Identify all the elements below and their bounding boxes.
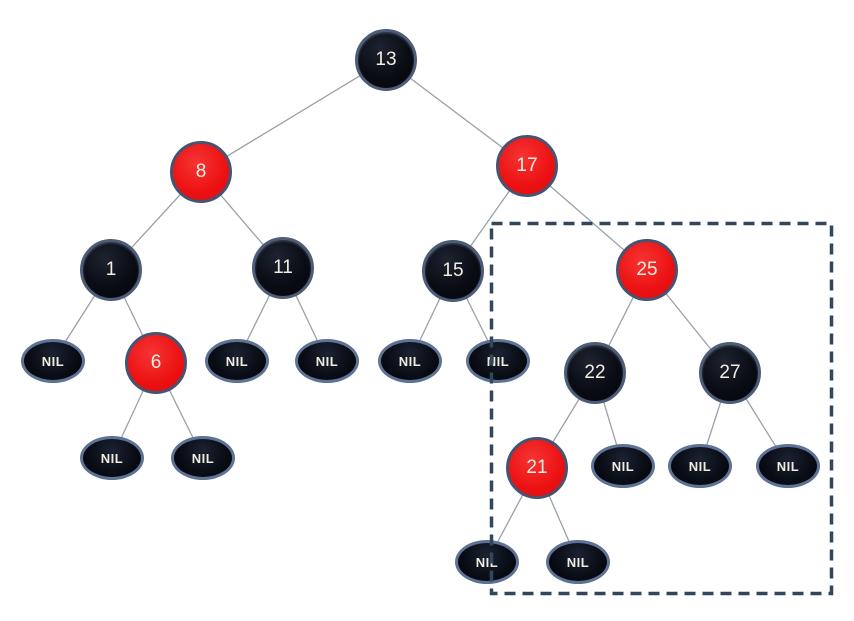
node-value: 27 [719,362,741,383]
nil-label: NIL [475,554,499,570]
nil-label: NIL [776,458,800,474]
tree-node-8: 8 [170,141,232,203]
tree-node-6: 6 [125,332,187,394]
nil-label: NIL [225,353,249,369]
tree-node-13: 13 [355,29,417,91]
tree-node-11: 11 [252,237,314,299]
tree-node-1: 1 [80,239,142,301]
tree-node-21: 21 [506,437,568,499]
nil-node-15-left: NIL [378,339,442,383]
tree-node-17: 17 [496,135,558,197]
nil-label: NIL [100,450,124,466]
nil-node-11-left: NIL [205,339,269,383]
nil-node-21-right: NIL [546,540,610,584]
tree-node-22: 22 [564,342,626,404]
tree-node-25: 25 [616,239,678,301]
nil-node-15-right: NIL [466,339,530,383]
nil-node-27-left: NIL [668,444,732,488]
nil-label: NIL [566,554,590,570]
nil-node-27-right: NIL [756,444,820,488]
node-value: 15 [442,260,464,281]
nil-label: NIL [611,458,635,474]
node-value: 11 [273,257,293,278]
nil-node-6-right: NIL [171,436,235,480]
nil-label: NIL [486,353,510,369]
nil-node-22-right: NIL [591,444,655,488]
tree-node-15: 15 [422,240,484,302]
nil-node-6-left: NIL [80,436,144,480]
nil-label: NIL [688,458,712,474]
node-value: 6 [150,352,162,373]
node-value: 13 [375,49,397,70]
node-value: 25 [636,259,658,280]
nil-label: NIL [41,353,65,369]
node-value: 22 [584,362,606,383]
edge-lines [52,59,789,563]
node-value: 1 [105,259,117,280]
nil-label: NIL [191,450,215,466]
nil-node-11-right: NIL [295,339,359,383]
node-value: 17 [516,155,538,176]
tree-node-27: 27 [699,342,761,404]
nil-node-1-left: NIL [21,339,85,383]
node-value: 21 [526,457,548,478]
nil-node-21-left: NIL [455,540,519,584]
nil-label: NIL [315,353,339,369]
nil-label: NIL [398,353,422,369]
node-value: 8 [195,161,207,182]
